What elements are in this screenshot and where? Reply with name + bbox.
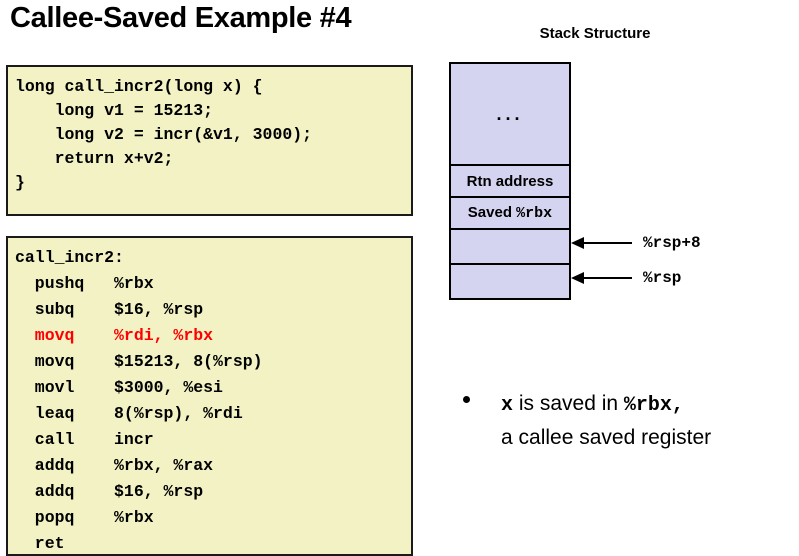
asm-code-line: ret [15, 534, 65, 553]
rsp-plus-8-arrow-icon [571, 236, 633, 250]
note-line1-middle: is saved in [513, 392, 624, 415]
asm-code-line: addq $16, %rsp [15, 482, 204, 501]
rsp-arrow-icon [571, 271, 633, 285]
stack-cell-label: Rtn address [449, 164, 571, 198]
stack-cell-label: Saved %rbx [449, 196, 571, 230]
c-code-line: long v2 = incr(&v1, 3000); [15, 125, 313, 144]
arrow-shaft [583, 242, 632, 244]
stack-cell-rtn-address: Rtn address [449, 164, 571, 198]
stack-diagram: ... Rtn address Saved %rbx [449, 62, 571, 300]
asm-code-line-highlighted: movq %rdi, %rbx [15, 326, 214, 345]
asm-code-line: call_incr2: [15, 248, 124, 267]
stack-cell-label [449, 228, 571, 265]
register-rbx: %rbx, [623, 394, 684, 417]
page-title: Callee-Saved Example #4 [10, 2, 352, 34]
c-code-line: long call_incr2(long x) { [15, 77, 263, 96]
stack-cell-label: ... [449, 62, 571, 166]
bullet-note: x is saved in %rbx, a callee saved regis… [463, 388, 799, 454]
arrow-head-icon [571, 272, 584, 284]
stack-cell-rsp-plus-8 [449, 228, 571, 265]
stack-cell-ellipsis: ... [449, 62, 571, 166]
arrow-shaft [583, 277, 632, 279]
variable-x: x [501, 394, 514, 417]
stack-cell-saved-rbx: Saved %rbx [449, 196, 571, 230]
asm-code-line: movq $15213, 8(%rsp) [15, 352, 263, 371]
arrow-head-icon [571, 237, 584, 249]
saved-text: Saved [467, 204, 517, 221]
c-code-line: return x+v2; [15, 149, 174, 168]
c-source-code-block: long call_incr2(long x) { long v1 = 1521… [6, 65, 413, 216]
asm-code-line: call incr [15, 430, 154, 449]
assembly-code-block: call_incr2: pushq %rbx subq $16, %rsp mo… [6, 236, 413, 556]
asm-code-line: pushq %rbx [15, 274, 154, 293]
asm-code-line: subq $16, %rsp [15, 300, 204, 319]
asm-code-line: addq %rbx, %rax [15, 456, 214, 475]
asm-code-line: popq %rbx [15, 508, 154, 527]
note-line2: a callee saved register [501, 426, 712, 449]
register-name: %rbx [516, 205, 553, 222]
stack-structure-heading: Stack Structure [539, 25, 651, 42]
bullet-note-text: x is saved in %rbx, a callee saved regis… [501, 388, 799, 454]
rsp-label: %rsp [643, 269, 682, 287]
stack-cell-label [449, 263, 571, 300]
asm-code-line: movl $3000, %esi [15, 378, 223, 397]
asm-code-line: leaq 8(%rsp), %rdi [15, 404, 243, 423]
stack-cell-rsp [449, 263, 571, 300]
rsp-plus-8-label: %rsp+8 [643, 234, 701, 252]
c-code-line: long v1 = 15213; [15, 101, 214, 120]
c-code-line: } [15, 173, 25, 192]
bullet-dot-icon [463, 396, 470, 403]
